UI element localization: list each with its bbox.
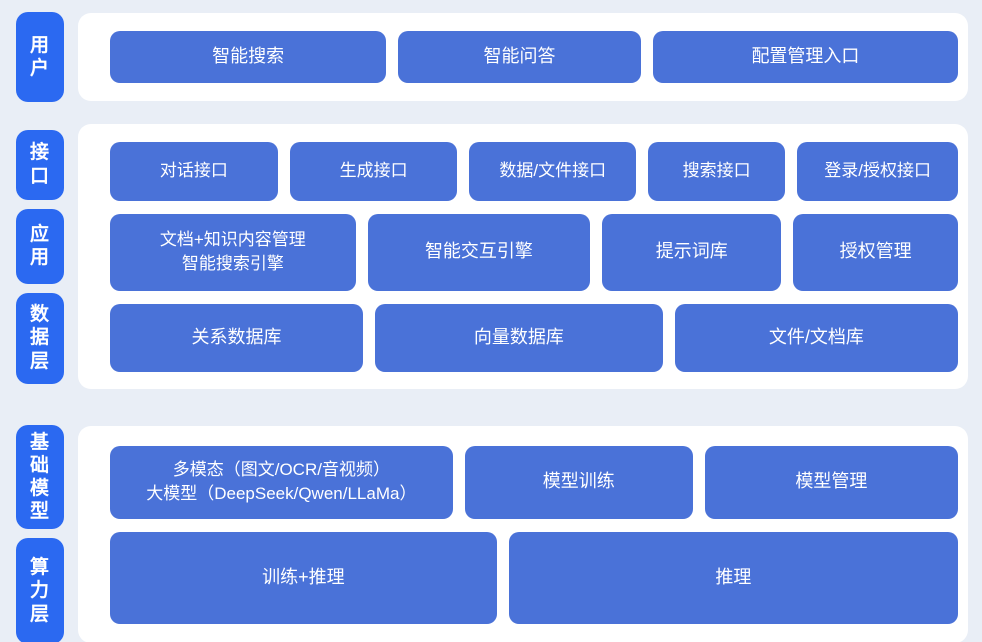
data-node-row: 关系数据库 向量数据库 文件/文档库 [110, 303, 958, 372]
node-relational-database: 关系数据库 [110, 303, 363, 372]
layer-tab-user: 用 户 [16, 12, 64, 102]
node-intelligent-interaction-engine: 智能交互引擎 [367, 213, 591, 291]
middle-layers-tabs-column: 接 口 应 用 数 据 层 [16, 129, 64, 384]
node-smart-search: 智能搜索 [110, 31, 387, 83]
bottom-layers-tabs-column: 基 础 模 型 算 力 层 [16, 425, 64, 642]
node-search-api: 搜索接口 [648, 141, 786, 201]
layer-tab-application: 应 用 [16, 208, 64, 284]
application-node-row: 文档+知识内容管理 智能搜索引擎 智能交互引擎 提示词库 授权管理 [110, 213, 958, 291]
layer-tab-data: 数 据 层 [16, 292, 64, 384]
middle-layers-panel: 对话接口 生成接口 数据/文件接口 搜索接口 登录/授权接口 文档+知识内容管理… [78, 124, 968, 389]
foundation-model-node-row: 多模态（图文/OCR/音视频） 大模型（DeepSeek/Qwen/LLaMa）… [110, 445, 958, 519]
node-vector-database: 向量数据库 [374, 303, 663, 372]
node-smart-qa: 智能问答 [398, 31, 641, 83]
user-node-row: 智能搜索 智能问答 配置管理入口 [110, 31, 958, 83]
node-config-management-entry: 配置管理入口 [652, 31, 958, 83]
compute-node-row: 训练+推理 推理 [110, 531, 958, 624]
node-dialog-api: 对话接口 [110, 141, 278, 201]
node-training-plus-inference: 训练+推理 [110, 531, 497, 624]
node-authorization-management: 授权管理 [793, 213, 958, 291]
node-multimodal-llm: 多模态（图文/OCR/音视频） 大模型（DeepSeek/Qwen/LLaMa） [110, 445, 453, 519]
bottom-layers-panel: 多模态（图文/OCR/音视频） 大模型（DeepSeek/Qwen/LLaMa）… [78, 426, 968, 642]
node-file-document-store: 文件/文档库 [674, 303, 958, 372]
node-login-auth-api: 登录/授权接口 [797, 141, 958, 201]
section-user-layer: 用 户 智能搜索 智能问答 配置管理入口 [16, 12, 968, 102]
node-generation-api: 生成接口 [289, 141, 458, 201]
user-layer-panel: 智能搜索 智能问答 配置管理入口 [78, 13, 968, 101]
layer-tab-interface: 接 口 [16, 129, 64, 200]
section-bottom-layers: 基 础 模 型 算 力 层 多模态（图文/OCR/音视频） 大模型（DeepSe… [16, 425, 968, 642]
node-model-training: 模型训练 [464, 445, 693, 519]
node-data-file-api: 数据/文件接口 [469, 141, 637, 201]
section-middle-layers: 接 口 应 用 数 据 层 对话接口 生成接口 数据/文件接口 搜索接口 登录/… [16, 124, 968, 389]
user-layer-tabs-column: 用 户 [16, 12, 64, 102]
node-doc-knowledge-search-engine: 文档+知识内容管理 智能搜索引擎 [110, 213, 356, 291]
node-inference: 推理 [508, 531, 958, 624]
layer-tab-compute: 算 力 层 [16, 538, 64, 642]
node-model-management: 模型管理 [704, 445, 958, 519]
layer-tab-foundation-model: 基 础 模 型 [16, 425, 64, 529]
node-prompt-library: 提示词库 [602, 213, 782, 291]
interface-node-row: 对话接口 生成接口 数据/文件接口 搜索接口 登录/授权接口 [110, 141, 958, 201]
